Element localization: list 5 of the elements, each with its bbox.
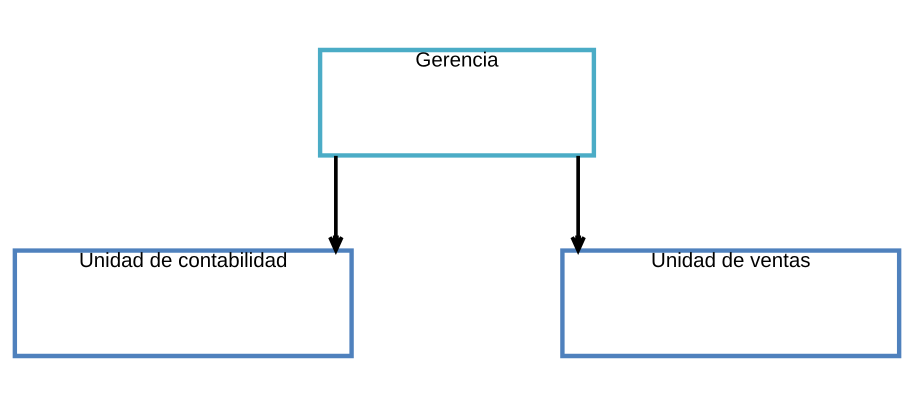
node-box: Unidad de contabilidad: [12, 248, 354, 358]
node-box: Unidad de ventas: [560, 248, 901, 358]
node-box: Gerencia: [317, 48, 596, 158]
arrow: [570, 156, 586, 252]
arrow: [328, 156, 344, 252]
